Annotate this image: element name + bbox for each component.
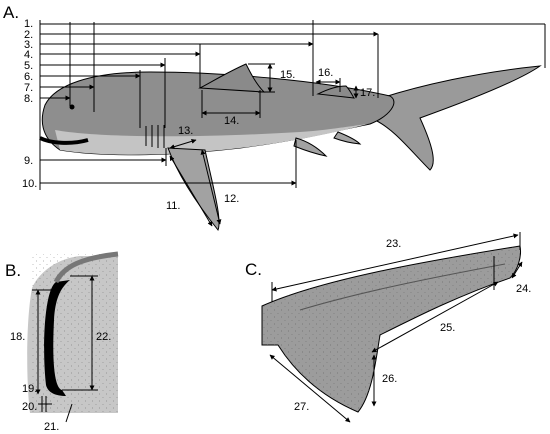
- shark-belly: [55, 124, 368, 155]
- labels-a: 1. 2. 3. 4. 5. 6. 7. 8. 9. 10. 11. 12. 1…: [22, 18, 375, 212]
- first-dorsal-fin: [198, 63, 266, 93]
- panel-c-label: C.: [245, 260, 262, 279]
- second-dorsal-fin: [316, 85, 356, 99]
- label-14: 14.: [224, 115, 239, 127]
- label-17: 17.: [360, 87, 375, 99]
- shark-eye: [69, 104, 75, 110]
- gill-slits: [145, 125, 165, 148]
- anal-fin: [333, 131, 362, 145]
- label-3: 3.: [24, 39, 33, 51]
- panel-c: C. 23. 24. 25. 26. 27.: [245, 232, 531, 423]
- measurement-lines-a: [39, 20, 546, 227]
- pelvic-fin: [293, 137, 328, 157]
- label-24: 24.: [516, 283, 531, 295]
- panel-a: A. 1. 2. 3. 4. 5. 6. 7. 8. 9. 10. 11. 12…: [3, 3, 546, 231]
- label-11: 11.: [166, 200, 180, 212]
- label-12: 12.: [224, 193, 239, 205]
- label-13: 13.: [178, 125, 193, 137]
- label-23: 23.: [386, 238, 401, 250]
- label-10: 10.: [22, 178, 37, 190]
- label-6: 6.: [24, 71, 33, 83]
- label-4: 4.: [24, 49, 33, 61]
- label-8: 8.: [24, 93, 33, 105]
- label-25: 25.: [440, 322, 455, 334]
- panel-b-label: B.: [5, 261, 21, 280]
- label-15: 15.: [280, 69, 295, 81]
- label-27: 27.: [294, 401, 309, 413]
- measurement-lines-b: [32, 275, 98, 423]
- label-26: 26.: [382, 373, 397, 385]
- head-dark-rim: [53, 251, 119, 284]
- label-7: 7.: [24, 82, 33, 94]
- label-18: 18.: [10, 331, 25, 343]
- label-21: 21.: [44, 421, 59, 433]
- label-22: 22.: [96, 331, 111, 343]
- measurement-lines-c: [269, 232, 523, 423]
- label-19: 19.: [22, 383, 37, 395]
- mouth-outline: [44, 280, 70, 396]
- caudal-fin: [374, 65, 542, 171]
- panel-b: B. 18. 19. 20. 21. 22.: [5, 251, 119, 433]
- label-20: 20.: [22, 401, 37, 413]
- label-2: 2.: [24, 29, 33, 41]
- label-1: 1.: [24, 18, 33, 30]
- label-9: 9.: [24, 155, 33, 167]
- panel-a-label: A.: [3, 3, 19, 22]
- label-5: 5.: [24, 60, 33, 72]
- shark-mouth: [39, 136, 89, 145]
- label-16: 16.: [318, 67, 333, 79]
